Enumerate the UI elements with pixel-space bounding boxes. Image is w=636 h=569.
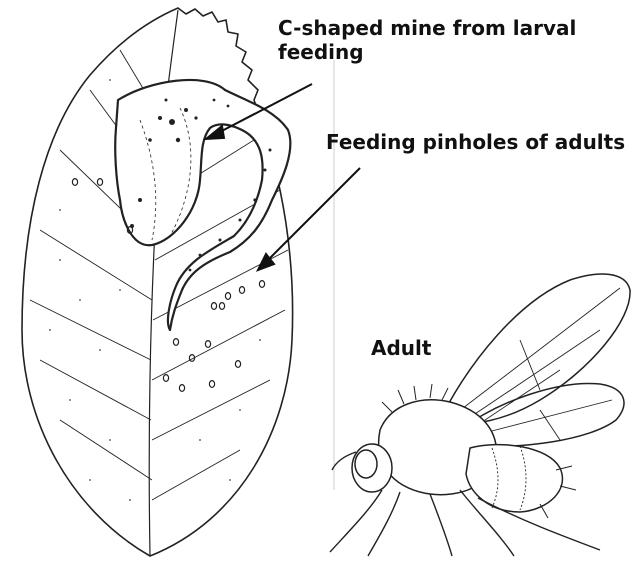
leaf-drawing xyxy=(22,8,293,556)
fly-wing-upper xyxy=(440,274,630,424)
larval-mine xyxy=(115,80,290,330)
label-feeding-pinholes: Feeding pinholes of adults xyxy=(326,130,636,154)
label-adult: Adult xyxy=(371,336,431,360)
fly-abdomen xyxy=(466,445,562,512)
adult-fly-drawing xyxy=(330,274,630,556)
label-larval-mine: C-shaped mine from larval feeding xyxy=(278,16,618,64)
fly-head xyxy=(352,444,392,492)
